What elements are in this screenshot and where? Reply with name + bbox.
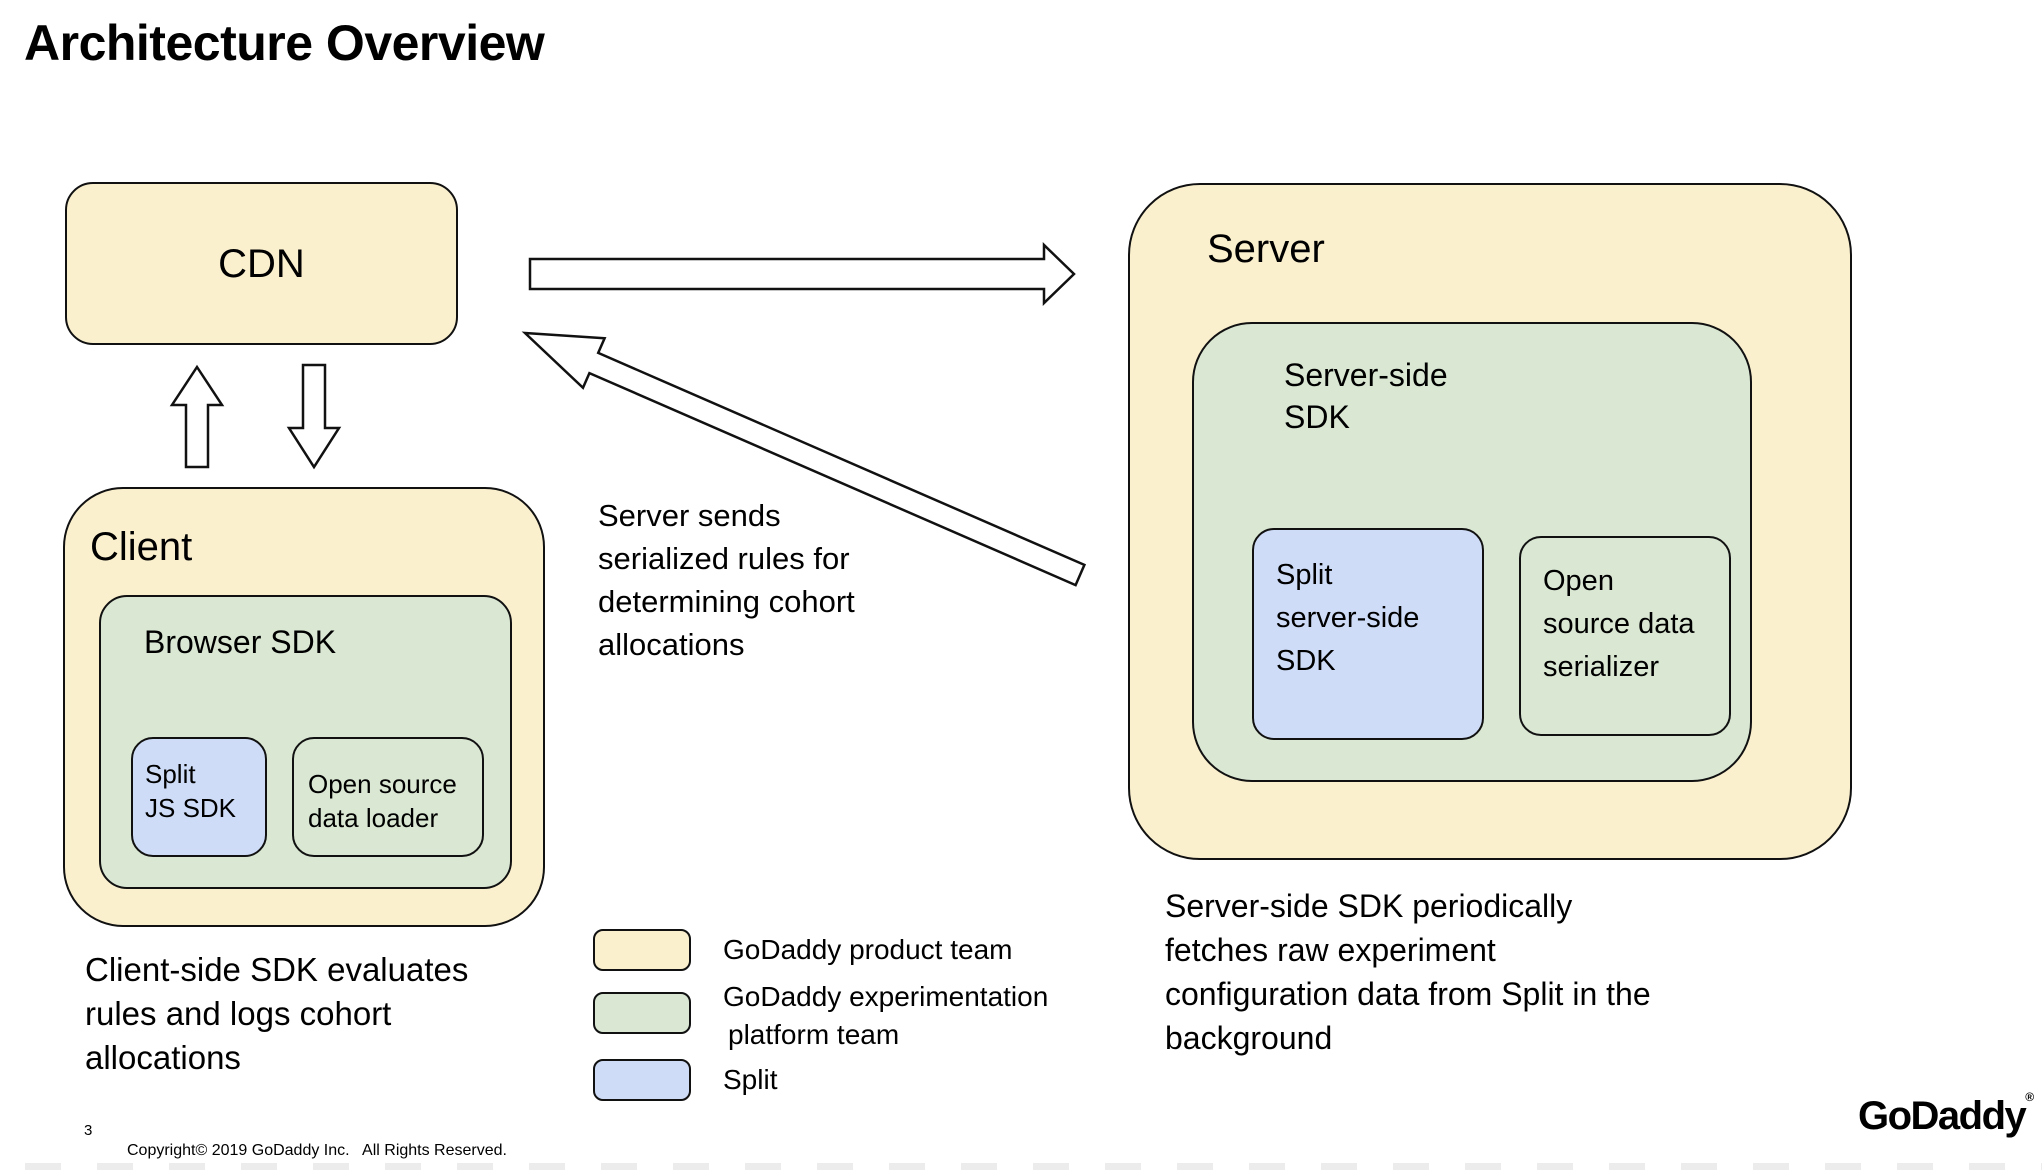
page-number: 3 [84,1122,93,1139]
data-serializer-box: Open source data serializer [1519,536,1731,736]
note-line: configuration data from Split in the [1165,976,1651,1012]
note-line: rules and logs cohort [85,995,392,1032]
registered-mark: ® [2025,1090,2034,1104]
legend-swatch-experimentation-team [593,992,691,1034]
legend-label-line: GoDaddy product team [723,934,1013,965]
server-side-sdk-label: Server-side SDK [1284,354,1448,438]
server-side-sdk-box: Server-side SDK Split server-side SDK Op… [1192,322,1752,782]
up-arrow-icon [169,364,225,469]
serializer-label-line: serializer [1543,651,1660,683]
note-line: determining cohort [598,584,855,619]
cdn-box: CDN [65,182,458,345]
split-js-sdk-label-line: JS SDK [145,793,237,823]
note-line: serialized rules for [598,541,850,576]
split-server-sdk-label-line: server-side [1276,602,1420,634]
godaddy-logo-text: GoDaddy [1858,1094,2027,1138]
legend-label-line: GoDaddy experimentation [723,981,1049,1012]
serializer-label-line: source data [1543,608,1695,640]
down-arrow-icon [286,363,342,470]
server-side-note: Server-side SDK periodically fetches raw… [1165,884,1651,1060]
browser-sdk-box: Browser SDK Split JS SDK Open source dat… [99,595,512,889]
split-js-sdk-box: Split JS SDK [131,737,267,857]
godaddy-logo: GoDaddy® [1858,1090,2034,1139]
client-box: Client Browser SDK Split JS SDK Open sou… [63,487,545,927]
diagonal-up-left-arrow-icon [521,331,1087,587]
slide-thumbnail-strip[interactable] [0,1163,2042,1170]
server-label: Server [1207,227,1325,271]
legend-label-product-team: GoDaddy product team [723,931,1013,969]
split-server-sdk-label-line: SDK [1276,645,1336,677]
client-label: Client [90,525,193,569]
legend-swatch-product-team [593,929,691,971]
note-line: Server-side SDK periodically [1165,888,1573,924]
note-line: allocations [598,627,745,662]
note-line: background [1165,1020,1333,1056]
legend-label-experimentation-team: GoDaddy experimentation platform team [723,978,1048,1054]
split-js-sdk-label-line: Split [145,759,196,789]
legend-label-line: platform team [728,1019,900,1050]
cdn-label: CDN [218,241,305,286]
server-sends-note: Server sends serialized rules for determ… [598,494,855,666]
server-side-sdk-label-line: Server-side [1284,357,1448,393]
serializer-label-line: Open [1543,565,1614,597]
split-server-side-sdk-box: Split server-side SDK [1252,528,1484,740]
data-loader-box: Open source data loader [292,737,484,857]
browser-sdk-label: Browser SDK [144,624,337,660]
split-server-sdk-label-line: Split [1276,559,1333,591]
note-line: Server sends [598,498,781,533]
data-loader-label-line: data loader [308,803,439,833]
legend-label-split: Split [723,1061,777,1099]
legend-label-line: Split [723,1064,778,1095]
note-line: Client-side SDK evaluates [85,951,469,988]
legend-swatch-split [593,1059,691,1101]
note-line: fetches raw experiment [1165,932,1496,968]
data-loader-label-line: Open source [308,769,457,799]
server-side-sdk-label-line: SDK [1284,399,1350,435]
server-box: Server Server-side SDK Split server-side… [1128,183,1852,860]
page-title: Architecture Overview [24,15,545,71]
copyright-text: Copyright© 2019 GoDaddy Inc. All Rights … [127,1142,507,1159]
client-side-note: Client-side SDK evaluates rules and logs… [85,948,468,1080]
right-arrow-icon [528,242,1076,306]
note-line: allocations [85,1039,241,1076]
